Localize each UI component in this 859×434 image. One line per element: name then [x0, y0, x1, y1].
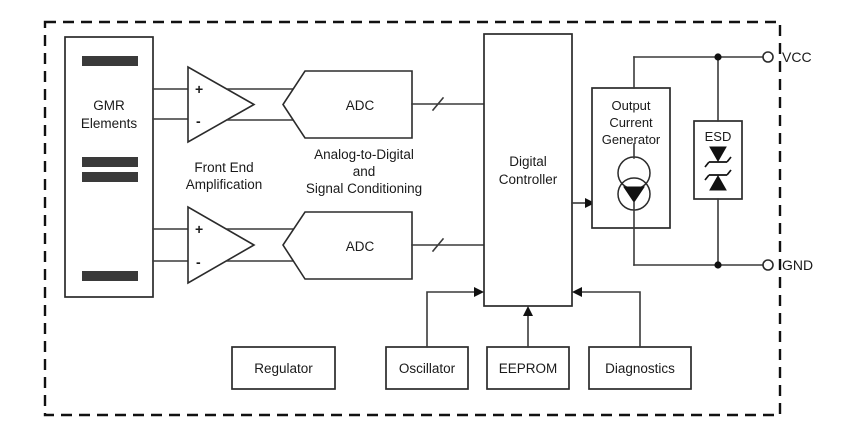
- amplifier-bottom-minus-sign: -: [196, 254, 201, 270]
- eeprom-block: EEPROM: [486, 306, 570, 390]
- gmr-bar-3: [82, 172, 138, 182]
- oscillator-to-controller-wire: [426, 291, 475, 348]
- amplifier-bottom-triangle: [187, 205, 256, 285]
- gnd-junction-dot: [714, 261, 722, 269]
- esd-block: ESD: [693, 120, 743, 200]
- adc-top-shape: [282, 70, 413, 139]
- adc-top-label: ADC: [346, 98, 375, 113]
- oscillator-label: Oscillator: [399, 361, 456, 376]
- vcc-pin-label: VCC: [782, 49, 812, 65]
- digital-controller-label-line2: Controller: [499, 172, 558, 187]
- vcc-pin-terminal: [762, 51, 774, 63]
- amplifier-bottom-plus-sign: +: [195, 221, 203, 237]
- current-source-arrow-icon: [623, 186, 645, 203]
- adc-bottom-shape: [282, 211, 413, 280]
- adc-top-block: ADC: [282, 70, 485, 139]
- adc-caption-line2: and: [353, 164, 376, 179]
- gmr-bar-4: [82, 271, 138, 281]
- adc-bottom-block: ADC: [282, 211, 485, 280]
- controller-to-ocg-arrowhead: [585, 198, 595, 208]
- front-end-amplification-caption: Front End Amplification: [186, 160, 263, 192]
- gnd-pin-terminal: [762, 259, 774, 271]
- diagnostics-label: Diagnostics: [605, 361, 675, 376]
- diagnostics-block: Diagnostics: [572, 287, 692, 390]
- front-end-caption-line2: Amplification: [186, 177, 263, 192]
- esd-zener-lower-triangle: [709, 174, 727, 191]
- diagnostics-to-controller-wire: [581, 291, 641, 348]
- esd-zener-upper-bar: [704, 156, 732, 168]
- eeprom-label: EEPROM: [499, 361, 558, 376]
- esd-zener-diode-upper: [704, 146, 732, 168]
- adc-caption-line3: Signal Conditioning: [306, 181, 422, 196]
- esd-zener-diode-lower: [704, 169, 732, 191]
- gmr-bar-1: [82, 56, 138, 66]
- ocg-label-line1: Output: [611, 98, 650, 113]
- vcc-junction-dot: [714, 53, 722, 61]
- digital-controller-box: [483, 33, 573, 307]
- digital-controller-block: Digital Controller: [483, 33, 573, 307]
- front-end-amplifier-bottom: + -: [152, 205, 306, 285]
- regulator-label: Regulator: [254, 361, 313, 376]
- front-end-amplifier-top: + -: [152, 65, 306, 144]
- amplifier-top-triangle: [187, 65, 256, 144]
- adc-bottom-bus-slash: [431, 237, 445, 253]
- amplifier-top-minus-sign: -: [196, 113, 201, 129]
- gmr-bar-2: [82, 157, 138, 167]
- oscillator-to-controller-arrowhead: [474, 287, 484, 297]
- ocg-label-line3: Generator: [602, 132, 661, 147]
- front-end-caption-line1: Front End: [194, 160, 253, 175]
- amplifier-top-plus-sign: +: [195, 81, 203, 97]
- diagnostics-box: [588, 346, 692, 390]
- output-current-generator-block: Output Current Generator: [591, 56, 671, 266]
- adc-bottom-label: ADC: [346, 239, 375, 254]
- power-rails: VCC GND: [633, 49, 813, 273]
- eeprom-box: [486, 346, 570, 390]
- diagnostics-to-controller-arrowhead: [572, 287, 582, 297]
- esd-zener-lower-bar: [704, 169, 732, 181]
- controller-to-ocg-arrow: [571, 198, 595, 208]
- oscillator-box: [385, 346, 469, 390]
- adc-caption-line1: Analog-to-Digital: [314, 147, 414, 162]
- esd-zener-upper-triangle: [709, 146, 727, 163]
- ic-package-boundary: [43, 20, 782, 417]
- regulator-box: [231, 346, 336, 390]
- gmr-elements-block: GMR Elements: [64, 36, 154, 298]
- analog-to-digital-caption: Analog-to-Digital and Signal Conditionin…: [306, 147, 422, 196]
- digital-controller-label-line1: Digital: [509, 154, 547, 169]
- adc-top-bus-slash: [431, 96, 445, 112]
- oscillator-block: Oscillator: [385, 287, 484, 390]
- esd-label: ESD: [705, 129, 732, 144]
- regulator-block: Regulator: [231, 346, 336, 390]
- eeprom-to-controller-arrowhead: [523, 306, 533, 316]
- ocg-label-line2: Current: [609, 115, 653, 130]
- gmr-elements-label-line1: GMR: [93, 98, 125, 113]
- gnd-pin-label: GND: [782, 257, 813, 273]
- gmr-elements-label-line2: Elements: [81, 116, 138, 131]
